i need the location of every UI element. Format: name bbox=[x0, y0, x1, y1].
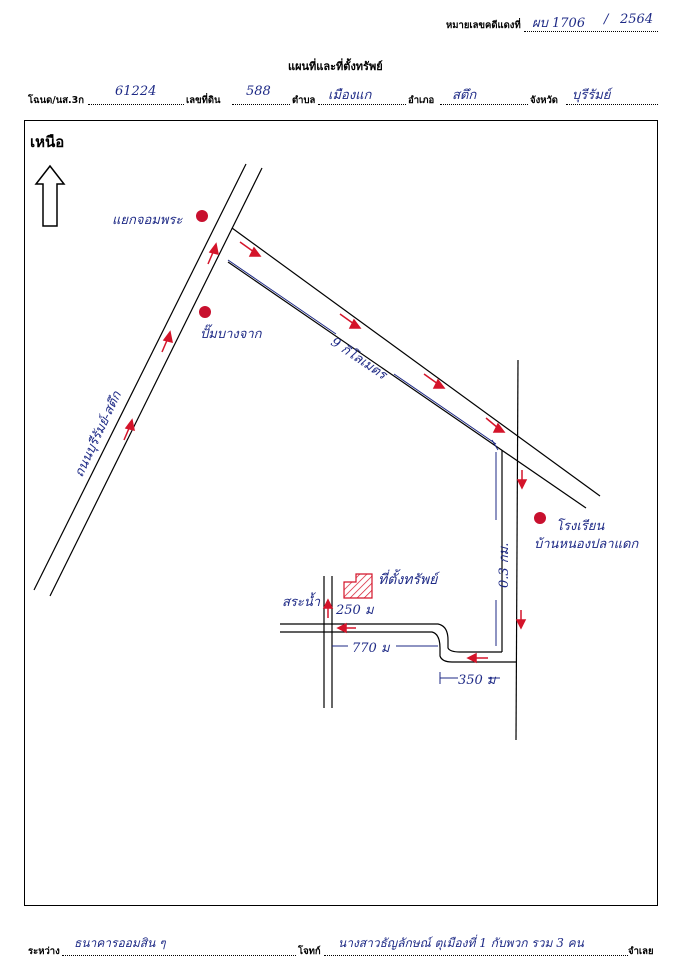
district-label: อำเภอ bbox=[408, 95, 435, 106]
north-label: เหนือ bbox=[30, 133, 65, 151]
road-buriram-satuek bbox=[33, 163, 263, 597]
case-number-value: ผบ 1706 bbox=[532, 16, 586, 31]
land-number-label: เลขที่ดิน bbox=[186, 95, 221, 106]
property-label: ที่ตั้งทรัพย์ bbox=[378, 569, 440, 588]
distance-250-label: 250 ม bbox=[335, 603, 375, 618]
distance-lines bbox=[227, 259, 500, 684]
deed-value: 61224 bbox=[115, 84, 157, 99]
road-name-label: ถนนบุรีรัมย์-สตึก bbox=[71, 388, 125, 480]
distance-9km-label: 9 กิโลเมตร bbox=[328, 334, 391, 384]
case-year-value: 2564 bbox=[620, 12, 654, 27]
road-south bbox=[501, 359, 519, 741]
gas-station-marker-icon bbox=[199, 306, 211, 318]
pond-label: สระน้ำ bbox=[282, 592, 321, 610]
road-west-to-property bbox=[280, 623, 516, 663]
case-year-separator: / bbox=[604, 12, 609, 27]
gas-station-label: ปั๊มบางจาก bbox=[200, 324, 263, 342]
map-frame bbox=[24, 120, 658, 906]
north-arrow-icon bbox=[34, 164, 66, 227]
case-number-label: หมายเลขคดีแดงที่ bbox=[446, 20, 521, 31]
distance-03km-label: 0.3 กม. bbox=[497, 543, 512, 588]
plaintiff-suffix-label: โจทก์ bbox=[298, 946, 321, 957]
school-label-line2: บ้านหนองปลาแดก bbox=[534, 537, 639, 552]
road-to-school bbox=[227, 227, 601, 509]
province-value: บุรีรัมย์ bbox=[572, 88, 611, 103]
province-label: จังหวัด bbox=[530, 95, 558, 106]
defendant-suffix-label: จำเลย bbox=[628, 946, 654, 957]
plaintiff-value: ธนาคารออมสิน ๆ bbox=[74, 936, 166, 950]
junction-marker-icon bbox=[196, 210, 208, 222]
property-parcel bbox=[343, 573, 373, 599]
school-label-line1: โรงเรียน bbox=[556, 518, 605, 534]
junction-label: แยกจอมพระ bbox=[112, 213, 183, 228]
land-number-value: 588 bbox=[246, 84, 271, 99]
deed-label: โฉนด/นส.3ก bbox=[28, 95, 84, 106]
document-title: แผนที่และที่ตั้งทรัพย์ bbox=[288, 60, 383, 73]
distance-770-label: 770 ม bbox=[352, 641, 391, 656]
defendant-value: นางสาวธัญลักษณ์ ตุเมืองที่ 1 กับพวก รวม … bbox=[338, 936, 584, 950]
landmark-markers bbox=[196, 210, 546, 524]
between-label: ระหว่าง bbox=[28, 946, 60, 957]
subdistrict-label: ตำบล bbox=[292, 95, 316, 106]
direction-arrows bbox=[123, 241, 528, 664]
subdistrict-value: เมืองแก bbox=[328, 88, 372, 103]
distance-350-label: 350 ม bbox=[458, 673, 497, 688]
road-pond bbox=[323, 576, 333, 708]
district-value: สตึก bbox=[452, 88, 477, 103]
school-marker-icon bbox=[534, 512, 546, 524]
